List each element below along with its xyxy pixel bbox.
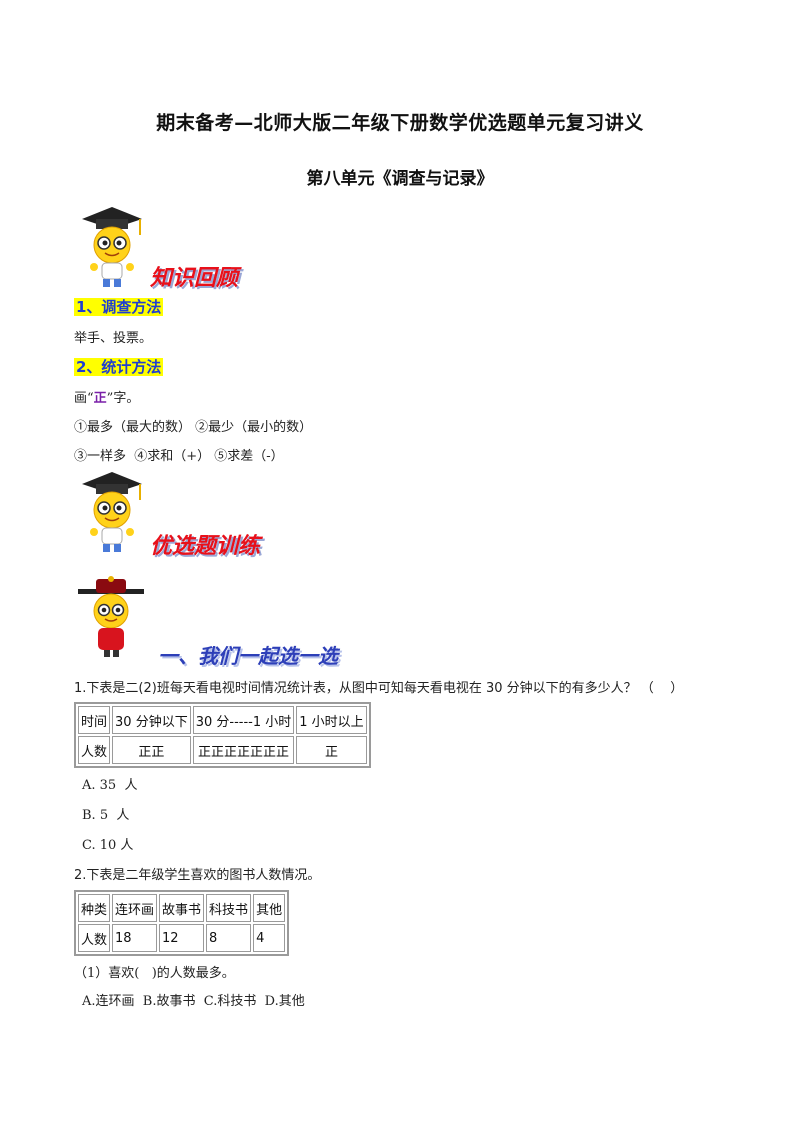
option-b: B. 5 人 [82,808,130,823]
selected-practice-banner: 优选题训练 [150,534,261,559]
table-cell: 正正正正正正正 [192,736,295,764]
question-1-text: 1.下表是二(2)班每天看电视时间情况统计表，从图中可知每天看电视在 30 分钟… [74,681,684,696]
graduate-mascot-icon [82,472,142,552]
table-cell: 连环画 [112,894,158,922]
table-cell: 8 [206,924,252,952]
tv-time-table: 时间 30 分钟以下 30 分-----1 小时 1 小时以上 人数 正正 正正… [74,702,371,768]
official-mascot-icon [78,576,144,657]
table-cell: 12 [159,924,205,952]
table-cell: 人数 [78,924,111,952]
statistics-list-line2: ③一样多 ④求和（+） ⑤求差（-） [74,449,284,464]
heading-statistics-methods: 2、统计方法 [74,358,164,376]
table-cell: 18 [112,924,158,952]
table-cell: 30 分钟以下 [112,706,191,734]
table-cell: 故事书 [159,894,205,922]
table-cell: 时间 [78,706,111,734]
statistics-method-text: 画“正”字。 [74,391,140,406]
document-subtitle: 第八单元《调查与记录》 [306,169,494,189]
question-2-options: A.连环画 B.故事书 C.科技书 D.其他 [82,994,305,1009]
table-row: 时间 30 分钟以下 30 分-----1 小时 1 小时以上 [78,706,367,734]
survey-methods-text: 举手、投票。 [74,331,153,346]
table-cell: 正 [296,736,367,764]
choose-together-banner: 一、我们一起选一选 [158,644,338,668]
option-a: A. 35 人 [82,778,138,793]
graduate-mascot-icon [82,207,142,287]
table-cell: 30 分-----1 小时 [192,706,295,734]
table-cell: 种类 [78,894,111,922]
question-2-sub-1: （1）喜欢( )的人数最多。 [74,966,235,981]
question-2-text: 2.下表是二年级学生喜欢的图书人数情况。 [74,868,321,883]
table-cell: 4 [253,924,286,952]
table-row: 人数 正正 正正正正正正正 正 [78,736,367,764]
option-c: C. 10 人 [82,838,134,853]
table-row: 人数 18 12 8 4 [78,924,286,952]
table-cell: 其他 [253,894,286,922]
table-cell: 人数 [78,736,111,764]
table-cell: 1 小时以上 [296,706,367,734]
table-cell: 正正 [112,736,191,764]
heading-survey-methods: 1、调查方法 [74,298,164,316]
document-title: 期末备考—北师大版二年级下册数学优选题单元复习讲义 [156,112,644,134]
table-cell: 科技书 [206,894,252,922]
book-preference-table: 种类 连环画 故事书 科技书 其他 人数 18 12 8 4 [74,890,290,956]
statistics-list-line1: ①最多（最大的数） ②最少（最小的数） [74,420,313,435]
table-row: 种类 连环画 故事书 科技书 其他 [78,894,286,922]
knowledge-review-banner: 知识回顾 [150,266,239,291]
